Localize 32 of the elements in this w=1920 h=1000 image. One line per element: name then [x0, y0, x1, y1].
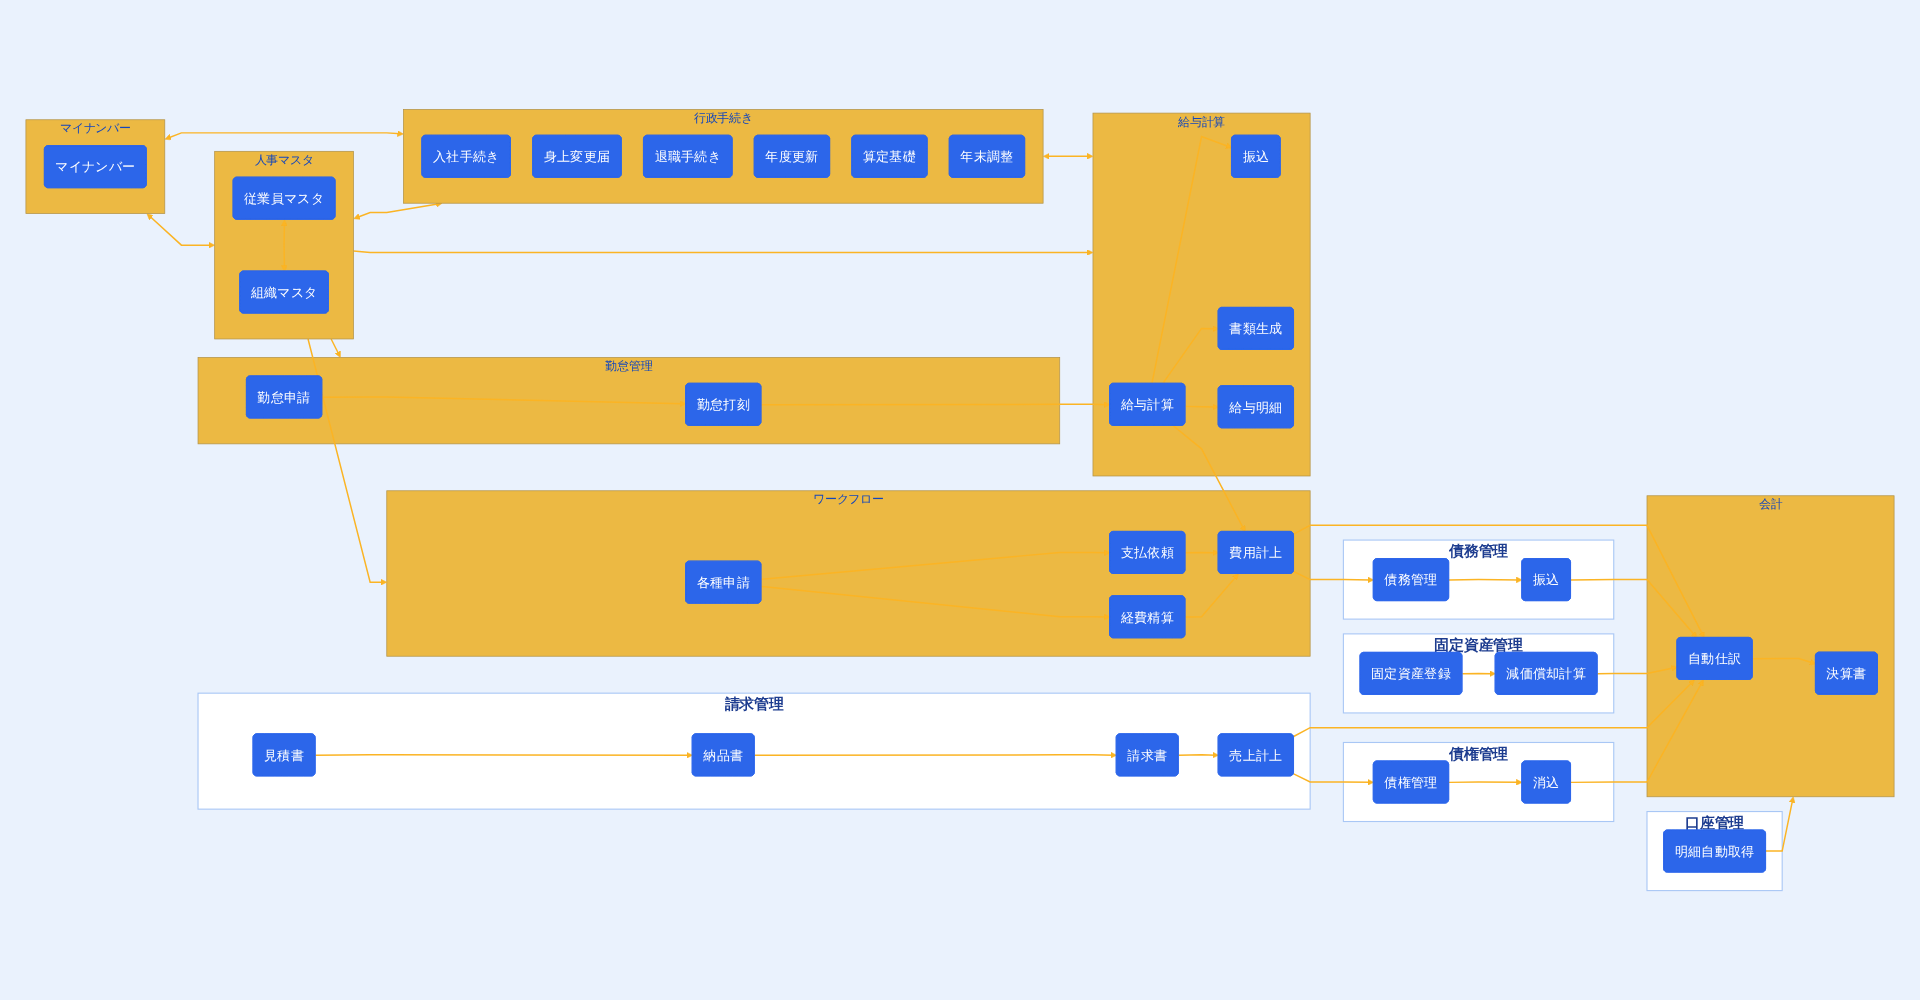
arrow: [1570, 578, 1698, 639]
arrow: [760, 585, 1111, 621]
arrow: [1570, 679, 1704, 784]
arrow: [760, 401, 1111, 408]
arrow: [1184, 549, 1219, 556]
arrow: [281, 219, 288, 272]
arrow: [321, 396, 687, 407]
arrow: [1184, 573, 1239, 618]
arrow: [1151, 135, 1233, 385]
arrow: [1764, 796, 1796, 852]
arrow: [1448, 779, 1523, 786]
arrow: [760, 549, 1111, 580]
arrow: [1751, 657, 1817, 666]
arrow: [307, 338, 388, 586]
arrow: [1461, 670, 1496, 677]
arrow: [146, 213, 215, 249]
arrow: [1448, 576, 1523, 584]
arrow: [330, 338, 341, 358]
arrow: [1172, 425, 1246, 533]
arrow: [1292, 570, 1374, 584]
arrow: [314, 751, 693, 759]
arrow: [352, 249, 1094, 256]
arrow: [753, 751, 1117, 759]
arrow: [1292, 679, 1695, 738]
arrow: [1177, 751, 1219, 759]
arrow: [1043, 153, 1094, 160]
arrow: [1292, 524, 1705, 639]
arrow: [1184, 403, 1219, 411]
arrow: [164, 130, 404, 141]
arrow: [1596, 665, 1678, 675]
arrow: [1161, 325, 1219, 385]
arrow: [1292, 773, 1374, 786]
